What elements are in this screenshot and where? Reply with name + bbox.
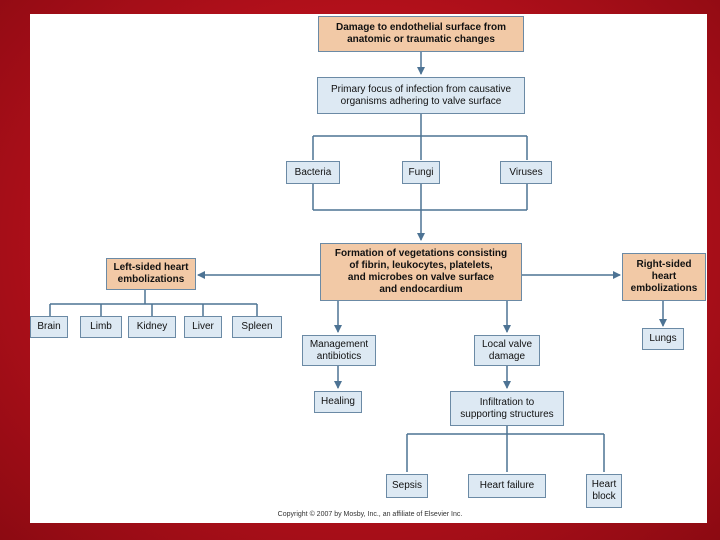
node-heart-failure: Heart failure bbox=[468, 474, 546, 498]
node-left-sided-embolizations: Left-sided heart embolizations bbox=[106, 258, 196, 290]
node-fungi: Fungi bbox=[402, 161, 440, 184]
node-local-valve-damage: Local valve damage bbox=[474, 335, 540, 366]
diagram-canvas: Damage to endothelial surface from anato… bbox=[30, 14, 707, 523]
node-formation-vegetations: Formation of vegetations consisting of f… bbox=[320, 243, 522, 301]
node-management-antibiotics: Management antibiotics bbox=[302, 335, 376, 366]
node-healing: Healing bbox=[314, 391, 362, 413]
node-brain: Brain bbox=[30, 316, 68, 338]
connector-left-to-organs bbox=[49, 290, 258, 316]
node-right-sided-embolizations: Right-sided heart embolizations bbox=[622, 253, 706, 301]
copyright-notice: Copyright © 2007 by Mosby, Inc., an affi… bbox=[277, 511, 463, 518]
connector-infiltration-to-outcomes bbox=[406, 426, 605, 472]
node-heart-block: Heart block bbox=[586, 474, 622, 508]
node-spleen: Spleen bbox=[232, 316, 282, 338]
node-sepsis: Sepsis bbox=[386, 474, 428, 498]
node-viruses: Viruses bbox=[500, 161, 552, 184]
node-primary-focus: Primary focus of infection from causativ… bbox=[317, 77, 525, 114]
node-bacteria: Bacteria bbox=[286, 161, 340, 184]
node-infiltration: Infiltration to supporting structures bbox=[450, 391, 564, 426]
connector-layer bbox=[49, 52, 667, 472]
node-limb: Limb bbox=[80, 316, 122, 338]
connector-organisms-merge bbox=[312, 184, 528, 211]
node-lungs: Lungs bbox=[642, 328, 684, 350]
node-endothelial-damage: Damage to endothelial surface from anato… bbox=[318, 16, 524, 52]
connector-primary-to-organisms bbox=[312, 114, 528, 160]
node-liver: Liver bbox=[184, 316, 222, 338]
node-kidney: Kidney bbox=[128, 316, 176, 338]
